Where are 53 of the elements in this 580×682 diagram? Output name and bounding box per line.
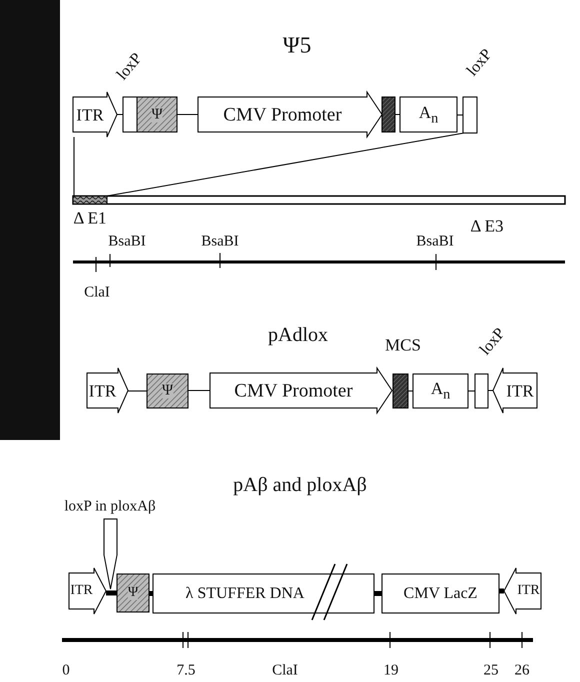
gene-label: Ψ xyxy=(128,586,138,600)
deletion-region xyxy=(73,196,107,204)
gene-label: MCS xyxy=(385,336,421,354)
gene-label: ITR xyxy=(506,382,534,399)
restriction-site-label: BsaBI xyxy=(416,234,454,250)
section-title: Ψ5 xyxy=(282,34,312,56)
gene-label: ITR xyxy=(70,584,93,598)
gene-label: CMV Promoter xyxy=(234,381,353,400)
itr-arrow xyxy=(69,568,106,614)
gene-label: loxP in ploxAβ xyxy=(64,500,156,514)
gene-label: ITR xyxy=(76,106,104,123)
gene-label: λ STUFFER DNA xyxy=(186,586,304,602)
promoter-arrow xyxy=(198,92,382,137)
connector-line xyxy=(106,132,464,196)
stuffer-box xyxy=(153,574,374,613)
scale-number: 25 xyxy=(484,664,498,678)
cloning-site-box xyxy=(382,97,395,132)
connector-line xyxy=(106,590,117,596)
polya-box xyxy=(400,97,457,132)
polya-box xyxy=(413,374,468,408)
gene-label: A$_{n}$ xyxy=(430,380,450,402)
itr-arrow xyxy=(493,368,537,413)
deletion-label: Δ E3 xyxy=(470,218,504,234)
scale-number: 7.5 xyxy=(176,664,196,678)
deletion-label: Δ E1 xyxy=(73,210,107,226)
section-title: pAβ and ploxAβ xyxy=(233,475,367,495)
restriction-site-label: ClaI xyxy=(84,286,110,300)
gene-label: CMV Promoter xyxy=(223,105,342,124)
packaging-signal-box xyxy=(117,574,149,612)
itr-arrow xyxy=(87,368,128,413)
gene-label: ITR xyxy=(88,382,116,399)
itr-arrow xyxy=(504,568,541,614)
transgene-box xyxy=(382,574,499,613)
scale-number: 26 xyxy=(514,664,530,678)
restriction-site-label: BsaBI xyxy=(108,234,146,250)
scale-number: 0 xyxy=(62,664,70,678)
packaging-signal-box xyxy=(147,374,188,408)
itr-arrow xyxy=(73,92,117,137)
gene-label: CMV LacZ xyxy=(404,586,478,602)
scale-number: 19 xyxy=(384,664,398,678)
connector-line xyxy=(188,390,210,391)
gene-label: Ψ xyxy=(151,107,163,122)
gene-label: Ψ xyxy=(162,384,174,398)
promoter-arrow xyxy=(210,368,392,413)
genome-bar xyxy=(73,196,565,204)
gene-label: ITR xyxy=(517,584,540,598)
gene-label: A$_{n}$ xyxy=(418,104,438,126)
restriction-site-label: BsaBI xyxy=(201,234,239,250)
connector-line xyxy=(176,114,198,115)
connector-line xyxy=(128,390,148,392)
packaging-signal-box xyxy=(137,97,177,132)
section-title: pAdlox xyxy=(268,325,328,345)
restriction-site-label: ClaI xyxy=(272,664,298,678)
